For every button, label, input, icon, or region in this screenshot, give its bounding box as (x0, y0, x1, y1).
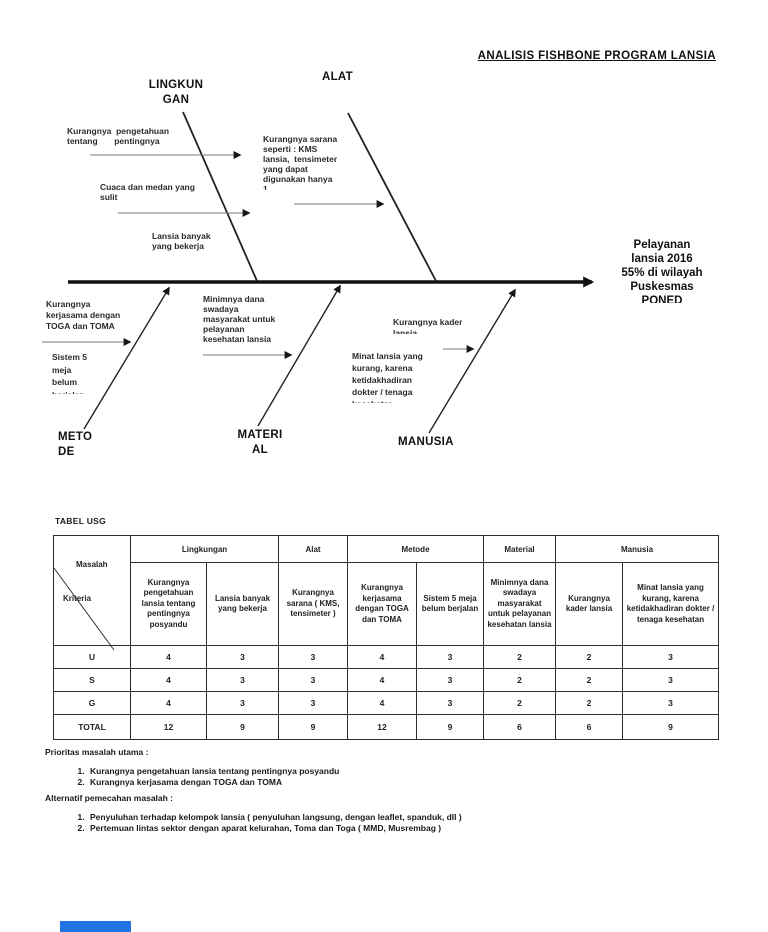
table-caption: TABEL USG (55, 516, 107, 526)
alternatives-heading: Alternatif pemecahan masalah : (45, 793, 174, 803)
column-header: Kurangnya pengetahuan lansia tentang pen… (130, 562, 207, 646)
cause-metode-2: Sistem 5 meja belum berjalan (52, 352, 87, 394)
category-material-label: MATERI AL (237, 429, 283, 456)
group-header-manusia: Manusia (555, 535, 720, 563)
table-cell: 3 (205, 668, 280, 692)
table-row-s: S 4 3 3 4 3 2 2 3 (53, 668, 720, 692)
priorities-list: Kurangnya pengetahuan lansia tentang pen… (45, 766, 685, 788)
table-cell: 2 (483, 691, 557, 715)
table-cell: 3 (278, 645, 349, 669)
column-header: Minimnya dana swadaya masyarakat untuk p… (483, 562, 557, 646)
table-cell: 9 (622, 714, 720, 740)
cause-lingkungan-2: Cuaca dan medan yang sulit (100, 182, 195, 202)
table-cell: 2 (555, 691, 624, 715)
page-title: ANALISIS FISHBONE PROGRAM LANSIA (477, 50, 716, 62)
alternatives-list: Penyuluhan terhadap kelompok lansia ( pe… (45, 812, 705, 834)
cause-metode-1: Kurangnya kerjasama dengan TOGA dan TOMA (46, 299, 121, 331)
table-cell: 9 (278, 714, 349, 740)
column-header: Kurangnya kader lansia (555, 562, 624, 646)
alternative-item: Pertemuan lintas sektor dengan aparat ke… (87, 823, 705, 834)
priority-item: Kurangnya kerjasama dengan TOGA dan TOMA (87, 777, 685, 788)
cause-manusia-2: Minat lansia yang kurang, karena ketidak… (352, 351, 423, 403)
table-cell: 3 (416, 645, 485, 669)
table-cell: 3 (205, 691, 280, 715)
row-label: G (53, 691, 131, 715)
table-cell: 12 (347, 714, 418, 740)
category-metode-label: METO DE (58, 431, 93, 458)
table-cell: 4 (130, 691, 207, 715)
usg-table: Masalah Kriteria Lingkungan Alat Metode … (53, 535, 720, 740)
table-row-u: U 4 3 3 4 3 2 2 3 (53, 645, 720, 669)
cause-lingkungan-3: Lansia banyak yang bekerja (152, 231, 211, 251)
row-label: U (53, 645, 131, 669)
table-cell: 3 (622, 691, 720, 715)
table-row-total: TOTAL 12 9 9 12 9 6 6 9 (53, 714, 720, 740)
table-cell: 4 (347, 668, 418, 692)
table-cell: 6 (483, 714, 557, 740)
column-header: Sistem 5 meja belum berjalan (416, 562, 485, 646)
table-cell: 12 (130, 714, 207, 740)
cause-material-1: Minimnya dana swadaya masyarakat untuk p… (203, 294, 276, 344)
priorities-heading: Prioritas masalah utama : (45, 747, 149, 757)
row-label: TOTAL (53, 714, 131, 740)
alat-branch-line (347, 112, 437, 282)
corner-masalah-label: Masalah (76, 560, 108, 569)
table-cell: 2 (483, 668, 557, 692)
table-cell: 3 (622, 668, 720, 692)
table-cell: 4 (347, 645, 418, 669)
corner-cell: Masalah Kriteria (53, 535, 131, 646)
table-cell: 2 (555, 668, 624, 692)
table-cell: 3 (622, 645, 720, 669)
table-cell: 2 (555, 645, 624, 669)
priority-item: Kurangnya pengetahuan lansia tentang pen… (87, 766, 685, 777)
row-label: S (53, 668, 131, 692)
corner-kriteria-label: Kriteria (63, 594, 92, 603)
manusia-branch-line (428, 288, 516, 434)
table-cell: 4 (130, 668, 207, 692)
column-header: Minat lansia yang kurang, karena ketidak… (622, 562, 720, 646)
cause-lingkungan-1: Kurangnya pengetahuan tentang pentingnya (67, 126, 170, 146)
alternative-item: Penyuluhan terhadap kelompok lansia ( pe… (87, 812, 705, 823)
group-header-alat: Alat (278, 535, 349, 563)
table-cell: 3 (416, 691, 485, 715)
effect-statement: Pelayanan lansia 2016 55% di wilayah Pus… (621, 239, 703, 303)
category-lingkungan-label: LINGKUN GAN (148, 79, 204, 106)
column-header: Kurangnya sarana ( KMS, tensimeter ) (278, 562, 349, 646)
table-cell: 9 (205, 714, 280, 740)
table-cell: 3 (416, 668, 485, 692)
cause-alat-1: Kurangnya sarana seperti : KMS lansia, t… (263, 134, 338, 190)
group-header-metode: Metode (347, 535, 485, 563)
table-cell: 2 (483, 645, 557, 669)
table-cell: 3 (278, 668, 349, 692)
column-header: Kurangnya kerjasama dengan TOGA dan TOMA (347, 562, 418, 646)
category-alat-label: ALAT (322, 71, 354, 83)
table-cell: 4 (130, 645, 207, 669)
group-header-lingkungan: Lingkungan (129, 535, 280, 563)
next-page-peek (60, 921, 131, 932)
category-manusia-label: MANUSIA (398, 436, 454, 448)
cause-manusia-1: Kurangnya kader lansia (393, 317, 463, 334)
table-cell: 3 (205, 645, 280, 669)
table-cell: 4 (347, 691, 418, 715)
table-cell: 6 (555, 714, 624, 740)
column-header: Lansia banyak yang bekerja (205, 562, 280, 646)
group-header-material: Material (483, 535, 557, 563)
table-cell: 9 (416, 714, 485, 740)
table-row-g: G 4 3 3 4 3 2 2 3 (53, 691, 720, 715)
table-cell: 3 (278, 691, 349, 715)
